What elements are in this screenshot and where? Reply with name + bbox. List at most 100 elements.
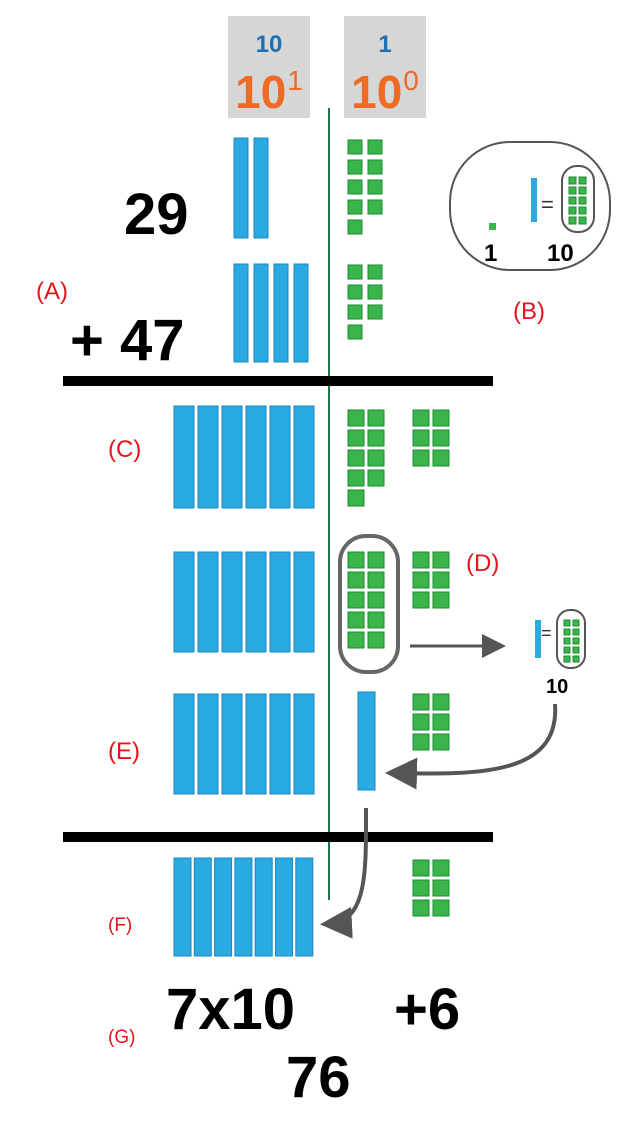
unit-cube — [432, 693, 450, 711]
unit-cube — [367, 591, 385, 609]
ones-power: 100 — [344, 58, 426, 115]
tens-rod — [173, 857, 192, 957]
carry-down-arrow — [320, 807, 369, 939]
tens-rod — [197, 693, 219, 795]
tens-rod — [245, 693, 267, 795]
label-a: (A) — [36, 278, 68, 305]
carry-arrow — [385, 703, 558, 790]
tens-rod — [173, 405, 195, 509]
legend-equals: = — [541, 192, 554, 217]
legend-unit-group-outline — [561, 165, 595, 233]
tens-column-header: 10 101 — [228, 16, 310, 118]
exchange-unit-cube — [563, 619, 571, 627]
tens-rod — [245, 405, 267, 509]
tens-rod — [253, 137, 269, 239]
tens-rod — [197, 405, 219, 509]
tens-rod — [233, 263, 249, 363]
legend-unit-cube — [578, 216, 587, 225]
unit-cube — [412, 429, 430, 447]
unit-cube — [367, 631, 385, 649]
result-ones-expression: +6 — [394, 977, 461, 1042]
unit-cube — [347, 611, 365, 629]
label-g: (G) — [108, 1027, 136, 1048]
unit-cube — [432, 879, 450, 897]
label-c: (C) — [108, 436, 142, 463]
addend-47: + 47 — [70, 308, 185, 373]
unit-cube — [347, 324, 363, 340]
tens-rod — [293, 551, 315, 653]
unit-cube — [367, 449, 385, 467]
exchange-group-outline — [556, 609, 586, 669]
unit-cube — [412, 859, 430, 877]
unit-cube — [367, 139, 383, 155]
ones-column-header: 1 100 — [344, 16, 426, 118]
tens-rod — [295, 857, 314, 957]
tens-rod — [193, 857, 212, 957]
tens-rod — [221, 405, 243, 509]
unit-cube — [347, 551, 365, 569]
legend-unit-cube — [578, 196, 587, 205]
unit-cube — [432, 551, 450, 569]
unit-cube — [432, 571, 450, 589]
unit-cube — [412, 591, 430, 609]
result-rule-line — [63, 832, 493, 842]
result-tens-expression: 7x10 — [166, 977, 296, 1042]
unit-cube — [412, 899, 430, 917]
exchange-unit-cube — [572, 646, 580, 654]
tens-rod — [293, 405, 315, 509]
result-total: 76 — [286, 1045, 351, 1110]
exchange-unit-cube — [563, 628, 571, 636]
exchange-unit-cube — [572, 655, 580, 663]
unit-cube — [347, 284, 363, 300]
label-f: (F) — [108, 915, 133, 936]
exchange-rod-value: 10 — [546, 676, 569, 698]
tens-rod — [221, 693, 243, 795]
unit-cube — [367, 159, 383, 175]
unit-cube — [367, 264, 383, 280]
legend-unit-cube — [489, 223, 496, 230]
unit-cube — [412, 571, 430, 589]
addend-29: 29 — [124, 182, 189, 247]
unit-cube — [347, 469, 365, 487]
exchange-unit-cube — [563, 655, 571, 663]
tens-rod — [273, 263, 289, 363]
tens-rod — [275, 857, 293, 957]
unit-cube — [347, 264, 363, 280]
unit-cube — [412, 693, 430, 711]
tens-rod — [234, 857, 253, 957]
unit-cube — [432, 859, 450, 877]
unit-cube — [347, 199, 363, 215]
legend-unit-value: 1 — [484, 240, 498, 267]
unit-cube — [412, 409, 430, 427]
ones-value: 1 — [378, 31, 392, 58]
unit-cube — [367, 199, 383, 215]
unit-cube — [367, 469, 385, 487]
tens-power-exponent: 1 — [287, 65, 303, 96]
unit-cube — [347, 571, 365, 589]
carried-tens-rod — [357, 691, 376, 791]
ones-power-exponent: 0 — [403, 65, 419, 96]
unit-cube — [367, 611, 385, 629]
legend-unit-cube — [568, 206, 577, 215]
unit-cube — [432, 591, 450, 609]
tens-power-base: 10 — [235, 66, 287, 118]
unit-cube — [347, 179, 363, 195]
unit-cube — [412, 449, 430, 467]
unit-cube — [347, 429, 365, 447]
unit-cube — [367, 284, 383, 300]
unit-cube — [367, 571, 385, 589]
label-e: (E) — [108, 738, 140, 765]
tens-rod — [269, 693, 291, 795]
unit-cube — [432, 899, 450, 917]
legend-unit-cube — [568, 186, 577, 195]
tens-rod — [173, 551, 195, 653]
tens-rod — [269, 551, 291, 653]
unit-cube — [347, 304, 363, 320]
unit-cube — [347, 219, 363, 235]
label-d: (D) — [466, 550, 500, 577]
tens-rod — [221, 551, 243, 653]
legend-unit-cube — [578, 206, 587, 215]
unit-cube — [347, 139, 363, 155]
ones-power-base: 10 — [351, 66, 403, 118]
